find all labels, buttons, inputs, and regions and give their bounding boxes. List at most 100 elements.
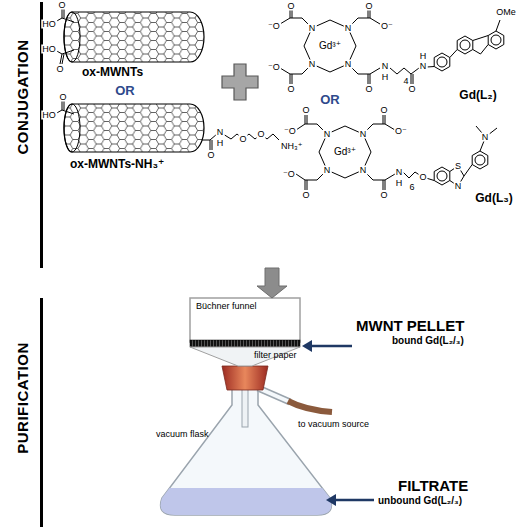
atom-label: O [238,135,247,144]
complex-label: Gd(L₂) [459,89,496,101]
atom-label: N [308,24,317,33]
atom-label: N [359,130,368,139]
atom-label: ⁻O [282,170,296,179]
atom-label: N [323,130,332,139]
atom-label: O [364,2,373,11]
atom-label: O [286,85,295,94]
vacuum-hose [288,401,332,412]
atom-label: H [216,139,225,148]
atom-label: O [379,106,388,115]
nanotube-amine [64,104,204,152]
repeat-count: 6 [408,183,415,192]
apparatus-label: filter paper [254,351,297,360]
atom-label: O⁻ [394,127,408,136]
atom-label: N [216,128,225,137]
atom-label: O [57,1,66,10]
atom-label: N [359,166,368,175]
atom-label: N [344,24,353,33]
section-heading: PURIFICATION [15,342,30,454]
leader-head [302,340,312,352]
atom-label: N [395,168,404,177]
atom-label: O [206,151,215,160]
dota-ring [319,126,371,178]
dota-ring [304,20,356,72]
fluorene-rings [457,31,504,54]
atom-label: O [256,130,265,139]
aromatic-circle [437,171,447,181]
or-label: OR [320,93,340,106]
callout-title: FILTRATE [398,478,468,493]
atom-label: N [419,62,428,71]
plus-sign [222,64,258,100]
apparatus-label: vacuum flask [156,430,209,439]
phenyl-ring [434,53,450,71]
atom-label: H [419,52,428,61]
tube-body [64,12,204,62]
atom-label: S [454,162,462,171]
filter-pellet [190,340,300,347]
aromatic-circle [491,35,501,45]
chemical-bonds [55,9,504,190]
l2-linker [390,20,500,84]
atom-label: N [454,182,463,191]
apparatus-label: to vacuum source [298,420,369,429]
dota-arms [280,9,380,84]
dota-arms [296,115,395,190]
callout-subtitle: bound Gd(L₂/₃) [392,336,464,346]
funnel-cone [190,347,300,366]
aromatic-circle [460,40,470,50]
metal-ion: Gd³⁺ [334,147,356,157]
atom-label: ⁻O [267,22,281,31]
atom-label: NH₃⁺ [280,142,303,151]
tube-lattice [64,12,204,62]
aromatic-circle [475,155,485,165]
metal-ion: Gd³⁺ [319,41,341,51]
atom-label: O [407,85,416,94]
atom-label: O [364,85,373,94]
atom-label: HO [41,45,57,54]
atom-label: N [381,62,390,71]
atom-label: O [418,173,427,182]
atom-label: HO [41,20,57,29]
phenyl-ring [472,151,488,169]
atom-label: O [301,106,310,115]
tube-body [64,104,204,152]
rubber-stopper [222,366,268,390]
atom-label: ⁻O [267,63,281,72]
funnel-body [190,298,300,342]
linker-bonds [202,134,279,150]
filtrate-liquid [161,488,332,515]
atom-label: N [308,60,317,69]
aromatic-circle [437,57,447,67]
atom-label: N [481,133,490,142]
atom-label: HO [41,111,57,120]
callout-subtitle: unbound Gd(L₂/₃) [378,496,462,506]
leader-head [326,494,336,506]
complex-label: Gd(L₃) [475,192,513,204]
atom-label: OMe [495,8,517,17]
atom-label: N [344,60,353,69]
apparatus-label: Büchner funnel [196,302,257,311]
atom-label: ⁻O [283,127,297,136]
atom-label: H [395,179,404,188]
atom-label: H [381,73,390,82]
filtration-apparatus [161,298,332,515]
block-arrow [257,268,287,298]
carboxyl-bonds [55,9,74,114]
tube-lattice [64,104,204,152]
atom-label: O [301,191,310,200]
nanotube-label: ox-MWNTs-NH₃⁺ [70,158,164,170]
nanotube-label: ox-MWNTs [82,66,143,78]
atom-label: O⁻ [380,22,394,31]
atom-label: O [379,191,388,200]
section-heading: CONJUGATION [15,39,30,154]
leader-line [334,499,374,502]
nanotube-ox [64,12,204,62]
atom-label: O [58,93,67,102]
atom-label: N [323,166,332,175]
leader-line [310,345,352,348]
